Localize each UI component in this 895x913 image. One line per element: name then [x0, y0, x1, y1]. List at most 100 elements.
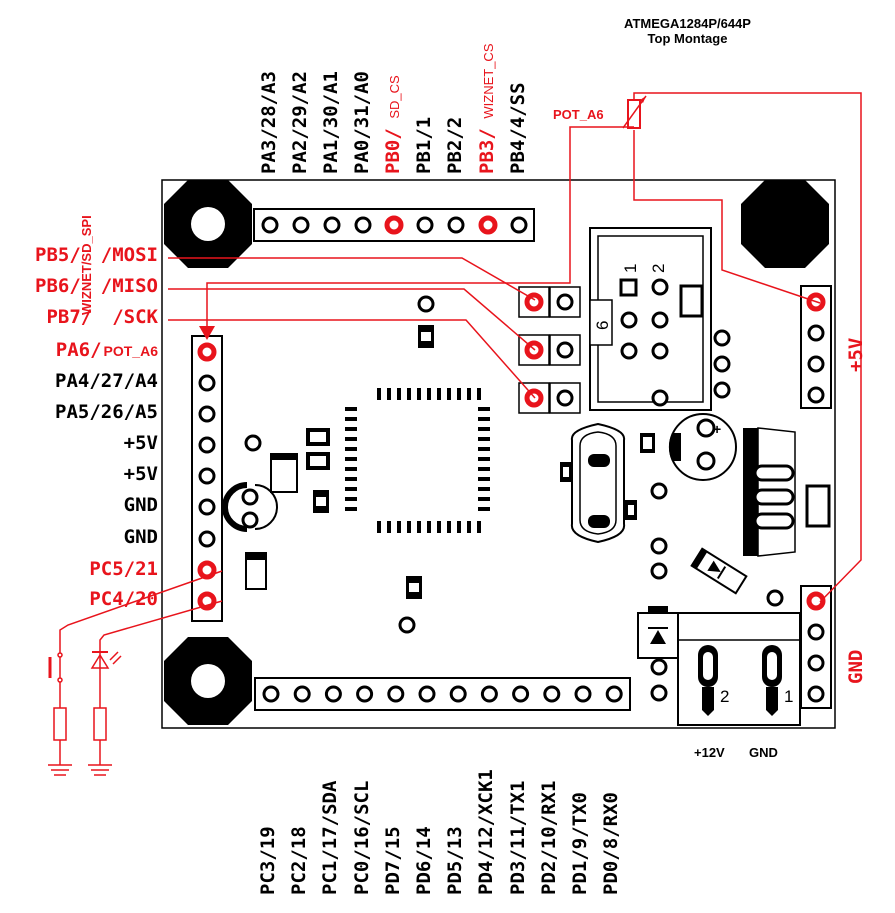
top-pin-label-text: PA0/31/A0	[351, 71, 373, 174]
top-pin-label: PB4/4/SS	[507, 82, 529, 174]
top-header-pin	[478, 215, 498, 235]
mcu-pin	[478, 507, 490, 511]
mcu-pin	[478, 427, 490, 431]
right-header-pin	[807, 623, 825, 641]
left-header-pin	[198, 498, 216, 516]
spi-pin-frame	[518, 286, 550, 318]
spi-pin	[556, 389, 574, 407]
led-icon	[88, 651, 122, 776]
top-pin-label: PB0/ SD_CS	[382, 75, 404, 174]
terminal-2-label: 2	[720, 687, 729, 706]
spi-pin-frame	[549, 286, 581, 318]
left-pin-label: GND	[124, 496, 158, 515]
left-pin-label-text: PC4/20	[89, 588, 158, 610]
pad	[766, 589, 784, 607]
mcu-pin	[345, 417, 357, 421]
left-pin-label-tail: POT_A6	[103, 343, 158, 359]
title-line-1: ATMEGA1284P/644P	[624, 16, 751, 31]
mcu-pin	[345, 427, 357, 431]
mcu-pin	[457, 388, 461, 400]
board-title: ATMEGA1284P/644P Top Montage	[600, 16, 775, 46]
bottom-header-pin	[387, 685, 405, 703]
pcb-outline	[161, 179, 836, 729]
input-diode	[637, 606, 679, 702]
left-pin-label-text: +5V	[123, 463, 158, 485]
mounting-hole-bottom-left	[164, 637, 252, 725]
bottom-header-pin	[480, 685, 498, 703]
mcu-pin	[417, 521, 421, 533]
spi-pin	[524, 292, 544, 312]
top-pin-label: PA0/31/A0	[351, 71, 373, 174]
power-12v-label: +12V	[694, 745, 725, 760]
top-header-pin	[510, 216, 528, 234]
top-header-pin	[416, 216, 434, 234]
mcu-pin	[478, 487, 490, 491]
right-header-pin	[807, 685, 825, 703]
mcu-pin	[345, 457, 357, 461]
top-pin-sublabel: WIZNET_CS	[481, 43, 496, 123]
left-pin-label: PB5//MOSI	[35, 246, 158, 265]
voltage-regulator	[743, 427, 831, 557]
bottom-pin-label: PD1/9/TX0	[569, 792, 591, 895]
left-pin-label-text: PA4/27/A4	[55, 370, 158, 392]
right-5v-label: +5V	[845, 337, 867, 372]
bottom-header-pin	[449, 685, 467, 703]
power-gnd-label: GND	[749, 745, 778, 760]
bottom-header-pin	[293, 685, 311, 703]
icsp-pin1-label: 1	[621, 264, 640, 273]
spi-pin-frame	[549, 382, 581, 414]
top-pin-label-text: PB2/2	[444, 116, 466, 174]
icsp-pin6-label: 6	[593, 321, 612, 330]
potentiometer-icon	[622, 95, 647, 129]
left-header	[191, 335, 223, 622]
bottom-header-pin	[574, 685, 592, 703]
bottom-header-pin	[512, 685, 530, 703]
title-line-2: Top Montage	[647, 31, 728, 46]
spi-header	[518, 286, 581, 414]
mcu-pin	[477, 521, 481, 533]
mcu-pin	[447, 521, 451, 533]
spi-pin-frame	[518, 334, 550, 366]
mcu-pin	[377, 521, 381, 533]
diode	[690, 547, 748, 595]
pads-right-column	[651, 329, 731, 407]
right-header-pin	[806, 591, 826, 611]
mcu-pin	[397, 388, 401, 400]
bottom-header-pin	[543, 685, 561, 703]
bottom-pin-label: PD7/15	[381, 826, 404, 895]
left-pin-label: PC5/21	[89, 560, 158, 579]
bottom-header-pin	[605, 685, 623, 703]
top-pin-label-text: PA1/30/A1	[320, 71, 342, 174]
left-pin-label: +5V	[124, 465, 158, 484]
mcu-pin	[478, 477, 490, 481]
left-pin-label: +5V	[124, 434, 158, 453]
left-pin-label-tail: /SCK	[112, 306, 158, 328]
top-pin-label: PA2/29/A2	[289, 71, 311, 174]
bottom-pin-label: PD5/13	[444, 826, 467, 895]
mcu-pin	[377, 388, 381, 400]
top-header-pin	[447, 216, 465, 234]
svg-text:+: +	[713, 421, 721, 437]
mcu-pin	[345, 467, 357, 471]
bottom-pin-label: PD4/12/XCK1	[475, 769, 498, 895]
spi-pin-frame	[549, 334, 581, 366]
mcu-pin	[345, 477, 357, 481]
wire-arrow-icon	[199, 326, 215, 340]
left-pin-label: GND	[124, 528, 158, 547]
mcu-pin	[467, 388, 471, 400]
left-pin-label-text: PA5/26/A5	[55, 401, 158, 423]
top-pin-label: PB3/ WIZNET_CS	[476, 43, 498, 175]
left-pin-label: PB7//SCK	[46, 308, 158, 327]
left-header-pin	[198, 467, 216, 485]
top-pin-label: PB1/1	[413, 117, 435, 174]
mcu-pin	[478, 467, 490, 471]
right-header-pin	[807, 355, 825, 373]
left-pin-label-tail: /MISO	[100, 275, 158, 297]
top-pin-label-text: PA3/28/A3	[258, 71, 280, 174]
bottom-pin-label: PC1/17/SDA	[319, 780, 342, 895]
mcu-pin	[467, 521, 471, 533]
bottom-header-pin	[356, 685, 374, 703]
mcu-pin	[478, 437, 490, 441]
left-pin-label-text: PB5/	[35, 244, 81, 266]
mounting-hole-top-left	[164, 180, 252, 268]
